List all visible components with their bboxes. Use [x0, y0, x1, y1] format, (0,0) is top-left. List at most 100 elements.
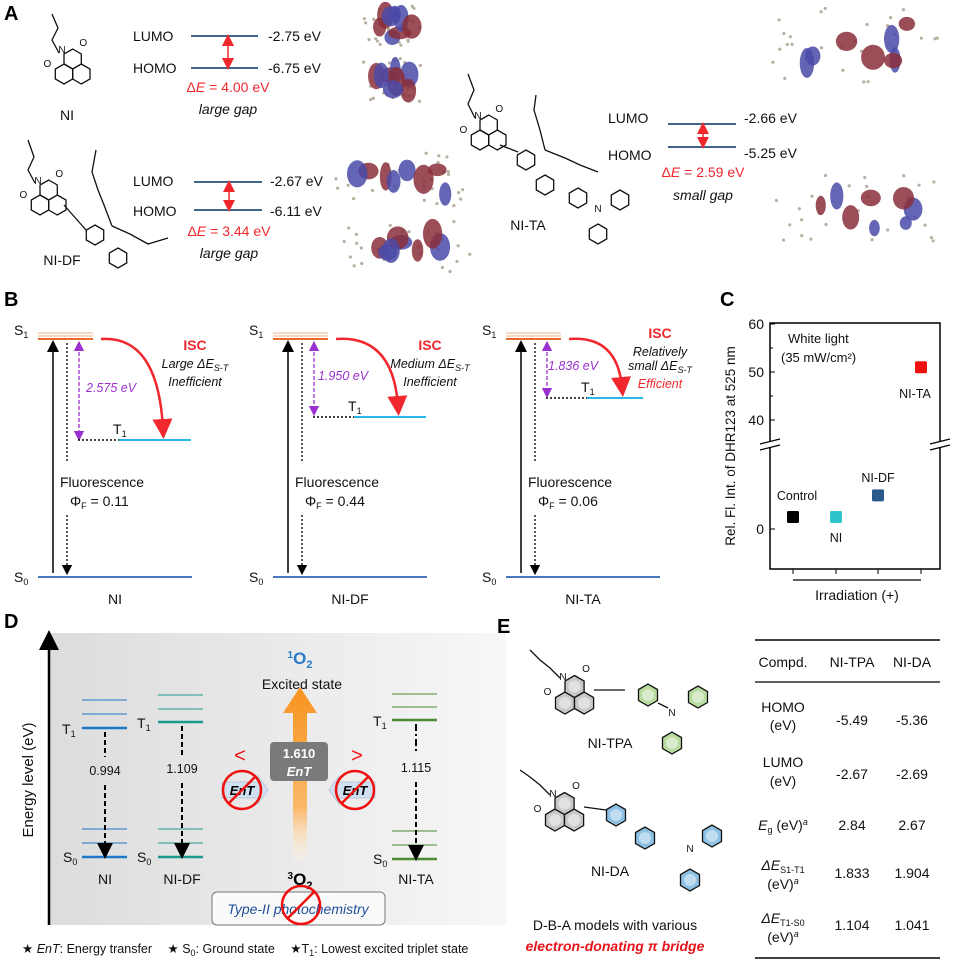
data-point-ni	[830, 511, 842, 523]
orbital-lobe	[899, 216, 912, 230]
lumo-label: LUMO	[133, 28, 174, 44]
y-tick-label: 60	[748, 316, 764, 332]
atom-ball	[800, 233, 804, 238]
subscript: 1	[122, 429, 127, 439]
delta-e: Large ΔE	[162, 357, 215, 371]
orbital-lobe	[884, 24, 900, 54]
atom-ball	[388, 223, 392, 227]
energy-gap-value: 1.109	[166, 762, 197, 776]
atom-ball	[437, 154, 441, 158]
excited-state-label: Excited state	[262, 676, 342, 692]
atom-ball	[865, 22, 869, 27]
subscript: S-T	[455, 363, 471, 373]
atom-n: N	[549, 789, 556, 800]
ring	[85, 224, 105, 246]
subscript: 1	[146, 723, 151, 733]
atom-ball	[375, 39, 380, 43]
atom-ball	[418, 63, 422, 68]
orbital-lobe	[428, 163, 447, 177]
gap-value: ΔE = 2.59 eV	[662, 164, 746, 180]
axis-break-mark	[759, 444, 781, 451]
alkyl-chain	[529, 649, 561, 679]
isc-arrow	[335, 337, 408, 416]
subscript: F	[81, 501, 87, 511]
atom-ball	[452, 220, 456, 224]
alkyl-chain	[657, 702, 669, 709]
prohibited-slash	[341, 776, 369, 804]
atom-ball	[406, 39, 410, 43]
atom-ball	[436, 161, 440, 165]
atom-o: O	[582, 664, 590, 675]
orbital-lobe	[892, 187, 915, 210]
s0-label: S0	[249, 569, 263, 587]
atom-n: N	[474, 111, 481, 122]
orbital-lobe	[381, 6, 400, 27]
atom-ball	[359, 246, 363, 250]
s1-label: S1	[482, 322, 496, 340]
e-variable: E	[197, 223, 207, 239]
caption-line-1: D-B-A models with various	[533, 917, 697, 933]
orbital-lobe	[830, 182, 844, 210]
ring-highlight	[609, 808, 623, 822]
atom-n: N	[594, 204, 601, 215]
atom-ball	[790, 42, 794, 46]
alkyl-chain	[499, 144, 519, 153]
isc-efficiency: Efficient	[638, 377, 683, 391]
atom-ball	[797, 207, 801, 211]
subscript: g	[767, 825, 772, 835]
oxygen: O	[293, 649, 306, 668]
atom-ball	[917, 183, 921, 187]
atom-ball	[929, 236, 934, 240]
molecule-label: NI-DF	[163, 871, 200, 887]
atom-ball	[378, 42, 382, 46]
atom-ball	[778, 47, 782, 51]
homo-value: -5.25 eV	[744, 145, 798, 161]
cell-value: -2.69	[896, 766, 928, 782]
atom-ball	[783, 76, 787, 81]
atom-ball	[346, 183, 350, 187]
atom-ball	[788, 223, 792, 227]
gap-number: = 3.44 eV	[206, 223, 271, 239]
atom-ball	[785, 42, 789, 47]
atom-ball	[342, 239, 346, 244]
molecule-label: NI-DF	[331, 591, 368, 607]
atom-ball	[870, 238, 874, 242]
atom-ball	[774, 198, 778, 203]
table-row: LUMO (eV) -2.67 -2.69	[763, 754, 928, 789]
row-unit: (eV)	[770, 717, 796, 733]
atom-ball	[407, 230, 411, 234]
row-label: ΔET1-S0	[760, 910, 804, 928]
x-axis-label: Irradiation (+)	[815, 587, 899, 603]
atom-ball	[847, 184, 851, 188]
atom-ball	[455, 259, 459, 264]
s-letter: S	[373, 851, 382, 867]
orbital-lobe	[860, 189, 881, 207]
t-letter: T	[581, 379, 590, 395]
label-main: ΔE	[760, 857, 780, 873]
footnotes: ★ EnT: Energy transfer ★ S0: Ground stat…	[22, 942, 468, 958]
atom-ball	[841, 68, 845, 72]
molecule-label-ni-ta: NI-TA	[510, 217, 546, 233]
isc-label: ISC	[418, 337, 441, 353]
ring	[605, 803, 627, 827]
s-letter: S	[249, 322, 258, 338]
subscript: F	[549, 501, 555, 511]
atom-ball	[810, 194, 814, 198]
ring-highlight	[558, 696, 572, 710]
quantum-yield: ΦF = 0.44	[305, 493, 365, 511]
atom-ball	[360, 261, 364, 266]
y-tick-label: 40	[748, 412, 764, 428]
atom-n: N	[34, 176, 41, 187]
oxygen: O	[293, 870, 306, 889]
label-unit: (eV)	[767, 876, 793, 892]
atom-ball	[935, 36, 939, 40]
molecule-label-ni: NI	[60, 107, 74, 123]
atom-ball	[440, 265, 444, 270]
t-letter: T	[348, 398, 357, 414]
subscript: S1-T1	[780, 865, 805, 875]
ring	[39, 179, 58, 201]
orbital-lobe	[413, 164, 434, 194]
